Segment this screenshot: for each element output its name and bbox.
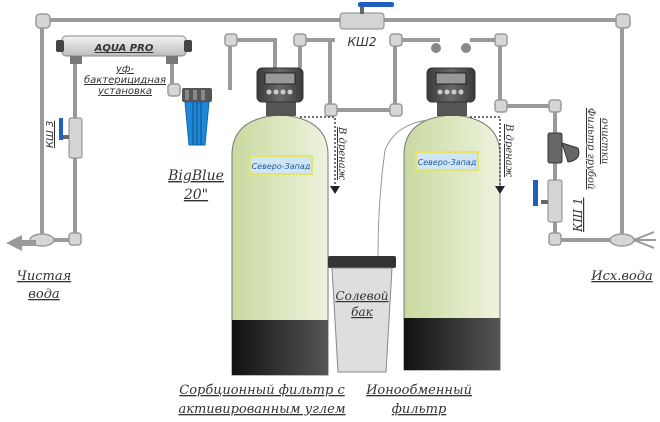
- pipe-head2-right: [470, 38, 557, 135]
- bigblue-filter: [182, 88, 212, 146]
- uv-caption-1: уф-: [115, 64, 134, 75]
- elbow: [324, 103, 338, 117]
- valve-handle-icon: [358, 2, 394, 7]
- elbow: [224, 33, 238, 47]
- uv-caption-2: бактерицидная: [84, 74, 166, 86]
- valve-handle-icon: [533, 180, 538, 206]
- elbow: [293, 33, 307, 47]
- drain-arrow-icon: [495, 186, 505, 194]
- outlet-arrow-icon: [6, 235, 36, 251]
- elbows: [29, 13, 635, 247]
- inlet-hose-icon: [633, 231, 656, 249]
- elbow: [68, 232, 82, 246]
- salt-tank-label-1: Солевой: [335, 289, 388, 303]
- valve-kw1[interactable]: [533, 179, 563, 223]
- uv-caption-3: установка: [97, 86, 152, 97]
- coarse-filter-label-1: Фильтр грубой: [585, 108, 596, 189]
- control-display: [435, 72, 467, 85]
- ion-filter-label-1: Ионообменный: [365, 383, 472, 398]
- tank-badge-right: Северо-Запад: [418, 158, 477, 167]
- elbow: [389, 33, 403, 47]
- sorption-filter-label-2: активированным углем: [178, 402, 345, 417]
- drain-line-right: [470, 116, 501, 188]
- elbow: [167, 83, 181, 97]
- elbow: [389, 103, 403, 117]
- elbow: [548, 232, 562, 246]
- sorption-filter-label-1: Сорбционный фильтр с: [179, 383, 345, 398]
- valve-kw3[interactable]: [59, 117, 83, 159]
- ion-exchange-tank: [403, 43, 501, 371]
- sorption-tank: [231, 67, 329, 376]
- tank-badge: [415, 151, 479, 171]
- uv-unit: AQUA PRO: [56, 35, 192, 64]
- coarse-filter: [547, 132, 580, 164]
- clean-water-label-1: Чистая: [17, 269, 71, 284]
- source-water-label: Исх.вода: [590, 269, 652, 284]
- elbow: [35, 13, 51, 29]
- pipe-bigblue-head: [228, 38, 277, 90]
- elbow: [548, 99, 562, 113]
- salt-tank-label-2: бак: [351, 305, 373, 319]
- valve-handle-icon: [59, 118, 63, 140]
- pipe-head1-tank2: [330, 38, 440, 112]
- coarse-filter-label-2: очистки: [599, 118, 610, 164]
- uv-brand: AQUA PRO: [94, 43, 154, 54]
- valve-kw2[interactable]: [339, 2, 394, 30]
- valve-kw3-label: КШ 3: [45, 121, 56, 148]
- salt-tank: [328, 256, 396, 373]
- valve-kw1-label: КШ 1: [571, 198, 585, 233]
- drain-label-left: В дренаж: [336, 126, 347, 181]
- ion-filter-label-2: фильтр: [392, 402, 447, 417]
- tank-badge: [249, 155, 313, 175]
- drain-arrow-icon: [330, 186, 340, 194]
- bigblue-label-1: BigBlue: [167, 168, 224, 184]
- bigblue-label-2: 20": [183, 187, 208, 203]
- clean-water-label-2: вода: [28, 287, 59, 302]
- drain-label-right: В дренаж: [503, 123, 514, 178]
- control-display: [264, 72, 296, 85]
- elbow: [494, 99, 508, 113]
- tee-joint: [609, 233, 635, 247]
- elbow: [615, 13, 631, 29]
- valve-kw2-label: КШ2: [348, 35, 377, 49]
- elbow: [494, 33, 508, 47]
- tank-badge-left: Северо-Запад: [252, 162, 311, 171]
- brine-tube: [377, 119, 428, 257]
